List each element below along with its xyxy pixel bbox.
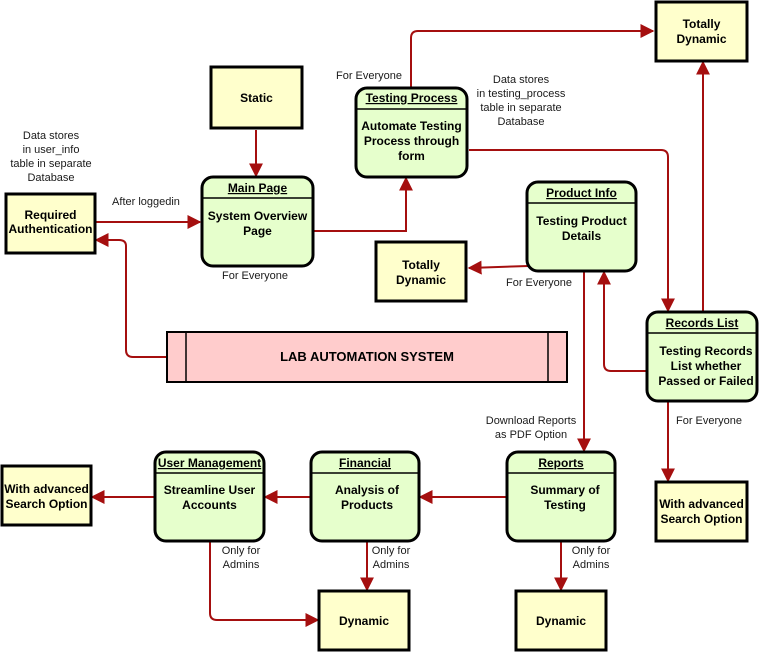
svg-text:Details: Details (562, 229, 602, 243)
svg-text:Download Reports: Download Reports (486, 415, 577, 427)
svg-text:Admins: Admins (373, 559, 410, 571)
process-product-info-title: Product Info (546, 186, 617, 200)
svg-text:Analysis of: Analysis of (335, 483, 400, 497)
store-advanced-search-left: With advanced Search Option (0, 464, 93, 527)
svg-text:System Overview: System Overview (208, 209, 308, 223)
svg-text:Products: Products (341, 498, 393, 512)
store-dynamic-financial: Dynamic (317, 589, 411, 652)
process-records-list-title: Records List (666, 316, 739, 330)
process-records-list: Records List Testing Records List whethe… (645, 310, 759, 403)
process-financial: Financial Analysis of Products (309, 450, 421, 543)
svg-text:Dynamic: Dynamic (676, 32, 726, 46)
svg-text:Testing: Testing (544, 498, 586, 512)
process-user-management: User Management Streamline User Accounts (153, 450, 266, 543)
svg-text:table in separate: table in separate (480, 102, 561, 114)
arrow-user-to-dynamic (209, 541, 320, 627)
annotation-only-admins-financial: Only for Admins (372, 545, 411, 571)
svg-text:Testing Product: Testing Product (536, 214, 626, 228)
store-required-authentication: Required Authentication (4, 192, 97, 255)
arrow-testing-to-totally-dynamic (410, 24, 655, 87)
svg-text:in user_info: in user_info (23, 144, 80, 156)
svg-text:Accounts: Accounts (182, 498, 237, 512)
annotation-only-admins-user: Only for Admins (222, 545, 261, 571)
svg-text:Summary of: Summary of (530, 483, 600, 497)
svg-text:Data stores: Data stores (493, 74, 550, 86)
svg-text:Admins: Admins (223, 559, 260, 571)
annotation-only-admins-reports: Only for Admins (572, 545, 611, 571)
svg-text:Required: Required (24, 208, 76, 222)
process-product-info: Product Info Testing Product Details (525, 180, 638, 273)
svg-text:Process through: Process through (364, 134, 459, 148)
annotation-for-everyone-product: For Everyone (506, 277, 572, 289)
annotation-user-info-note: Data stores in user_info table in separa… (10, 130, 91, 184)
svg-text:Dynamic: Dynamic (396, 273, 446, 287)
store-totally-dynamic-top: Totally Dynamic (654, 0, 749, 63)
system-bar-label: LAB AUTOMATION SYSTEM (280, 349, 454, 364)
svg-text:in testing_process: in testing_process (477, 88, 566, 100)
store-advanced-search-right: With advanced Search Option (654, 480, 749, 543)
svg-text:Automate Testing: Automate Testing (361, 119, 461, 133)
process-reports-title: Reports (538, 456, 584, 470)
svg-text:Only for: Only for (222, 545, 261, 557)
store-totally-dynamic-mid: Totally Dynamic (374, 240, 468, 303)
svg-text:Streamline User: Streamline User (164, 483, 256, 497)
svg-text:Passed or Failed: Passed or Failed (658, 374, 753, 388)
process-testing-process: Testing Process Automate Testing Process… (354, 86, 469, 179)
arrow-system-to-auth (94, 233, 166, 358)
store-static: Static (209, 65, 304, 130)
svg-text:as PDF Option: as PDF Option (495, 429, 567, 441)
annotation-for-everyone-testing: For Everyone (336, 70, 402, 82)
svg-text:Database: Database (497, 116, 544, 128)
svg-text:With advanced: With advanced (4, 482, 89, 496)
svg-text:table in separate: table in separate (10, 158, 91, 170)
svg-text:Page: Page (243, 224, 272, 238)
svg-text:Admins: Admins (573, 559, 610, 571)
svg-text:Totally: Totally (683, 17, 721, 31)
svg-text:List whether: List whether (671, 359, 742, 373)
svg-text:Dynamic: Dynamic (339, 614, 389, 628)
svg-text:Search Option: Search Option (5, 497, 87, 511)
svg-text:Authentication: Authentication (9, 222, 93, 236)
svg-text:form: form (398, 149, 425, 163)
process-user-management-title: User Management (158, 456, 261, 470)
arrow-records-to-product (597, 270, 646, 372)
process-financial-title: Financial (339, 456, 391, 470)
arrow-main-to-testing (314, 176, 413, 232)
svg-text:Only for: Only for (372, 545, 411, 557)
process-main-page-title: Main Page (228, 181, 288, 195)
store-static-label: Static (240, 91, 273, 105)
svg-text:Totally: Totally (402, 258, 440, 272)
svg-text:Search Option: Search Option (660, 512, 742, 526)
annotation-for-everyone-records: For Everyone (676, 415, 742, 427)
process-reports: Reports Summary of Testing (505, 450, 617, 543)
connectors (90, 24, 710, 627)
annotation-download-reports: Download Reports as PDF Option (486, 415, 577, 441)
store-dynamic-reports: Dynamic (514, 589, 608, 652)
process-main-page: Main Page System Overview Page (200, 175, 315, 268)
system-bar: LAB AUTOMATION SYSTEM (166, 331, 568, 383)
annotation-for-everyone-main: For Everyone (222, 270, 288, 282)
svg-text:Only for: Only for (572, 545, 611, 557)
svg-text:With advanced: With advanced (659, 497, 744, 511)
svg-text:Data stores: Data stores (23, 130, 80, 142)
process-testing-process-title: Testing Process (366, 91, 458, 105)
arrow-testing-to-records (469, 149, 675, 313)
annotation-testing-process-note: Data stores in testing_process table in … (477, 74, 566, 128)
svg-text:Testing Records: Testing Records (659, 344, 752, 358)
arrow-product-to-totally-dynamic (467, 260, 529, 275)
svg-text:Database: Database (27, 172, 74, 184)
svg-text:Dynamic: Dynamic (536, 614, 586, 628)
annotation-after-loggedin: After loggedin (112, 196, 180, 208)
